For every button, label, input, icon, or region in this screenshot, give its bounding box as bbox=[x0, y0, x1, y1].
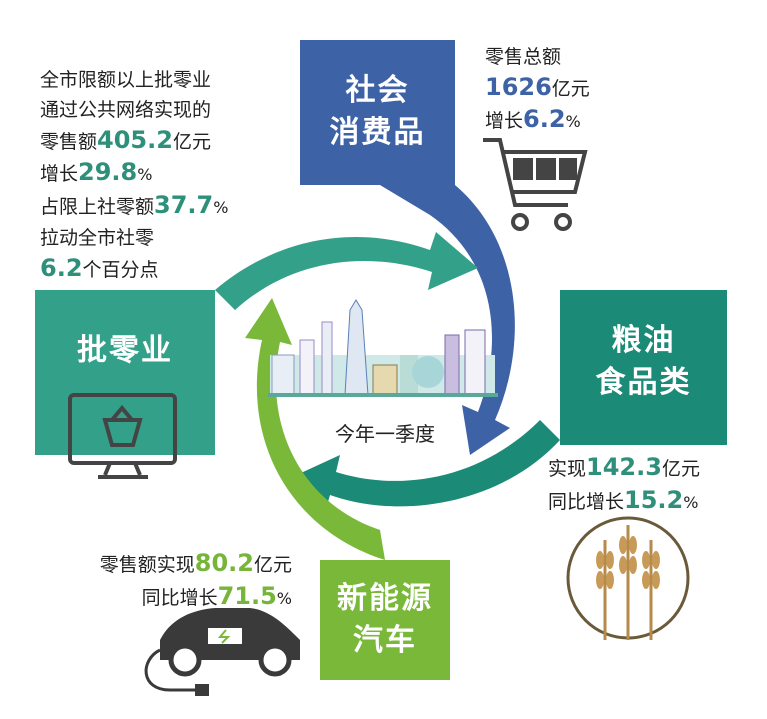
label: 个百分点 bbox=[82, 259, 159, 281]
social-consumer-title: 社会 消费品 bbox=[300, 70, 455, 154]
social-consumer-stats: 零售总额 1626亿元 增长6.2% bbox=[485, 42, 590, 137]
stat-line: 6.2个百分点 bbox=[40, 253, 228, 285]
label: 增长 bbox=[40, 163, 79, 185]
electric-car-icon bbox=[144, 608, 300, 696]
retail-total-value: 1626 bbox=[485, 73, 552, 101]
title-line: 消费品 bbox=[329, 115, 426, 150]
unit: 亿元 bbox=[253, 554, 292, 576]
unit: % bbox=[276, 589, 292, 608]
wholesale-retail-stats: 全市限额以上批零业 通过公共网络实现的 零售额405.2亿元 增长29.8% 占… bbox=[40, 65, 228, 285]
grain-oil-block bbox=[560, 290, 727, 445]
stat-line: 增长6.2% bbox=[485, 104, 590, 137]
stat-line: 1626亿元 bbox=[485, 72, 590, 104]
sales-value: 142.3 bbox=[586, 453, 662, 481]
label: 实现 bbox=[548, 458, 587, 480]
shopping-cart-icon bbox=[483, 138, 588, 231]
retail-value: 80.2 bbox=[194, 549, 254, 577]
green-arrow bbox=[245, 298, 385, 560]
teal-arrow bbox=[215, 232, 478, 310]
computer-basket-icon bbox=[68, 393, 177, 479]
stat-line: 实现142.3亿元 bbox=[548, 452, 700, 485]
unit: % bbox=[213, 198, 229, 217]
label: 零售额 bbox=[40, 131, 98, 153]
stat-line: 通过公共网络实现的 bbox=[40, 99, 212, 121]
stat-line: 增长29.8% bbox=[40, 157, 228, 190]
label: 同比增长 bbox=[548, 491, 625, 513]
unit: % bbox=[137, 165, 153, 184]
unit: 亿元 bbox=[661, 458, 700, 480]
title-line: 汽车 bbox=[353, 623, 417, 658]
stat-line: 拉动全市社零 bbox=[40, 227, 155, 249]
title-line: 食品类 bbox=[595, 365, 692, 400]
stat-line: 全市限额以上批零业 bbox=[40, 69, 212, 91]
contribution-value: 6.2 bbox=[40, 254, 83, 282]
growth-value: 71.5 bbox=[217, 582, 277, 610]
grain-oil-stats: 实现142.3亿元 同比增长15.2% bbox=[548, 452, 700, 518]
growth-value: 15.2 bbox=[624, 486, 684, 514]
wholesale-retail-title: 批零业 bbox=[77, 333, 173, 368]
title-line: 粮油 bbox=[611, 323, 676, 358]
center-label: 今年一季度 bbox=[335, 422, 435, 446]
unit: 亿元 bbox=[172, 131, 211, 153]
stat-line: 零售总额 bbox=[485, 46, 562, 68]
unit: % bbox=[683, 493, 699, 512]
label: 零售额实现 bbox=[99, 554, 195, 576]
stat-line: 零售额实现80.2亿元 bbox=[60, 548, 292, 581]
dark-teal-arrow bbox=[290, 420, 560, 512]
stat-line: 占限上社零额37.7% bbox=[40, 190, 228, 223]
label: 增长 bbox=[485, 110, 524, 132]
label: 同比增长 bbox=[141, 587, 218, 609]
grain-oil-title: 粮油 食品类 bbox=[560, 320, 727, 404]
wholesale-retail-block bbox=[35, 290, 215, 455]
city-skyline-illustration bbox=[268, 299, 498, 397]
unit: 亿元 bbox=[551, 78, 590, 100]
share-value: 37.7 bbox=[154, 191, 214, 219]
label: 占限上社零额 bbox=[40, 196, 155, 218]
stat-line: 零售额405.2亿元 bbox=[40, 125, 228, 157]
growth-value: 6.2 bbox=[523, 105, 566, 133]
stat-line: 同比增长15.2% bbox=[548, 485, 700, 518]
stat-line: 同比增长71.5% bbox=[60, 581, 292, 614]
title-line: 社会 bbox=[345, 73, 410, 108]
social-consumer-block bbox=[300, 40, 455, 185]
new-energy-stats: 零售额实现80.2亿元 同比增长71.5% bbox=[60, 548, 292, 614]
title-line: 新能源 bbox=[337, 581, 433, 616]
wheat-icon bbox=[566, 516, 690, 640]
new-energy-block bbox=[320, 560, 450, 680]
online-retail-value: 405.2 bbox=[97, 126, 173, 154]
growth-value: 29.8 bbox=[78, 158, 138, 186]
unit: % bbox=[565, 112, 581, 131]
blue-arrow bbox=[380, 185, 515, 455]
new-energy-title: 新能源 汽车 bbox=[320, 578, 450, 662]
